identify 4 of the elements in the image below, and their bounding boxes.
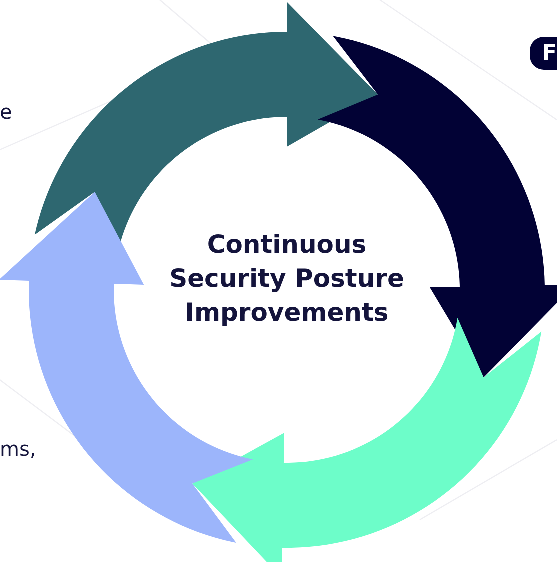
center-title: Continuous Security Posture Improvements [168, 229, 406, 328]
text-fragment: ms, [0, 437, 36, 461]
text-fragment: e [0, 100, 12, 124]
heading-badge: F [530, 37, 557, 70]
